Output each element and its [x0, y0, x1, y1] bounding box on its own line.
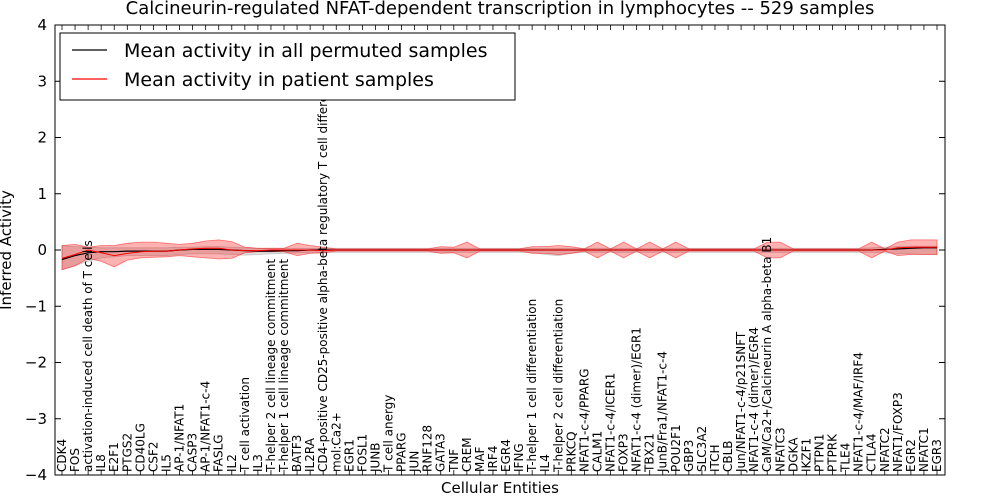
x-tick-label: JUN	[408, 451, 422, 473]
x-tick-label: IL2RA	[303, 437, 317, 472]
series-line-patient	[61, 246, 937, 259]
x-tick-label: IL5	[160, 454, 174, 472]
x-tick-label: SLC3A2	[695, 426, 709, 472]
legend-label-patient: Mean activity in patient samples	[124, 69, 434, 91]
x-tick-label: FOXP3	[617, 433, 631, 472]
x-tick-label: EGR2	[904, 439, 918, 472]
legend-box	[59, 32, 516, 101]
y-tick-label: 3	[37, 72, 47, 90]
x-tick-label: JUNB	[368, 442, 382, 473]
x-tick-label: CTLA4	[865, 433, 879, 472]
x-tick-label: NFATC1	[917, 427, 931, 472]
x-tick-label: CaM/Ca2+/Calcineurin A alpha-beta B1	[760, 237, 774, 472]
x-tick-label: AP-1/NFAT1-c-4	[199, 381, 213, 472]
x-tick-label: CD40LG	[133, 423, 147, 472]
x-tick-label: CSF2	[146, 441, 160, 472]
x-tick-label: mol:Ca2+	[329, 412, 343, 472]
x-tick-label: IKZF1	[799, 438, 813, 472]
x-tick-label: IL4	[538, 454, 552, 472]
x-tick-label: NFAT1-c-4/ICER1	[604, 373, 618, 472]
chart-title: Calcineurin-regulated NFAT-dependent tra…	[126, 0, 875, 19]
y-tick-label: −1	[25, 297, 47, 315]
x-tick-label: PTPRK	[826, 433, 840, 472]
y-tick-label: 2	[37, 129, 47, 147]
x-tick-label: activation-induced cell death of T cells	[81, 240, 95, 472]
x-tick-label: CALM1	[590, 431, 604, 472]
x-tick-label: FOSL1	[355, 434, 369, 472]
x-tick-label: MAF	[473, 446, 487, 472]
x-tick-label: BATF3	[290, 435, 304, 472]
x-tick-label: T-helper 1 cell differentiation	[525, 299, 539, 473]
x-tick-label: CASP3	[186, 433, 200, 472]
x-tick-label: NFATC3	[773, 427, 787, 472]
x-tick-label: Jun/NFAT1-c-4/p21SNFT	[734, 331, 748, 473]
y-axis: −4 −3 −2 −1 0 1 2 3 4	[25, 16, 945, 484]
x-tick-label: NFAT1/FOXP3	[891, 392, 905, 472]
x-tick-label: E2F1	[107, 442, 121, 472]
x-tick-label: NFATC2	[878, 427, 892, 472]
x-tick-label: CD4-positive CD25-positive alpha-beta re…	[316, 49, 330, 472]
y-tick-label: 4	[37, 16, 47, 34]
x-tick-label: JunB/Fra1/NFAT1-c-4	[656, 351, 670, 473]
x-tick-label: T-helper 2 cell lineage commitment	[264, 259, 278, 473]
x-tick-label: NFAT1-c-4 (dimer)/EGR1	[630, 327, 644, 472]
legend-label-permuted: Mean activity in all permuted samples	[124, 40, 487, 62]
x-tick-label: DGKA	[786, 437, 800, 472]
x-tick-label: PRKCQ	[564, 431, 578, 472]
x-tick-label: EGR4	[499, 439, 513, 472]
line-layer	[61, 246, 937, 261]
x-tick-label: PTPN1	[813, 434, 827, 472]
x-tick-label: PPARG	[395, 432, 409, 472]
x-tick-label: T-helper 2 cell differentiation	[551, 299, 565, 473]
x-tick-label: IRF4	[486, 446, 500, 472]
x-tick-label: T-helper 1 cell lineage commitment	[277, 259, 291, 473]
x-tick-label: TNF	[447, 449, 461, 473]
x-tick-label: RNF128	[421, 425, 435, 472]
x-tick-label: EGR1	[342, 439, 356, 472]
x-tick-label: GATA3	[434, 433, 448, 472]
x-tick-label: AP-1/NFAT1	[173, 404, 187, 472]
x-tick-label: IL8	[94, 454, 108, 472]
x-tick-label: FASLG	[212, 434, 226, 472]
x-tick-label: TLE4	[839, 443, 853, 473]
band-patient	[61, 239, 938, 271]
x-tick-label: T cell anergy	[382, 395, 396, 473]
x-tick-label: ITCH	[708, 444, 722, 472]
y-axis-label: Inferred Activity	[0, 190, 15, 310]
x-tick-label: PTGS2	[120, 433, 134, 472]
x-tick-label: IFNG	[512, 443, 526, 472]
x-tick-label: GBP3	[682, 440, 696, 472]
x-tick-label: CBLB	[721, 440, 735, 472]
x-tick-label: NFAT1-c-4 (dimer)/EGR4	[747, 327, 761, 472]
x-tick-label: POU2F1	[669, 424, 683, 472]
x-tick-label: IL2	[225, 454, 239, 472]
y-tick-label: 1	[37, 185, 47, 203]
x-tick-label: EGR3	[930, 439, 944, 472]
x-tick-label: NFAT1-c-4/MAF/IRF4	[852, 352, 866, 472]
x-tick-label: T cell activation	[238, 377, 252, 473]
x-tick-label: FOS	[68, 448, 82, 472]
legend: Mean activity in all permuted samples Me…	[59, 32, 516, 101]
x-tick-label: TBX21	[643, 433, 657, 473]
x-axis-label: Cellular Entities	[441, 479, 559, 497]
x-tick-label: IL3	[251, 454, 265, 472]
x-tick-label: CREM	[460, 437, 474, 472]
y-tick-label: 0	[37, 241, 47, 259]
x-tick-label: CDK4	[55, 439, 69, 472]
y-tick-label: −4	[25, 466, 47, 484]
y-tick-label: −2	[25, 354, 47, 372]
y-tick-label: −3	[25, 410, 47, 428]
x-tick-label: NFAT1-c-4/PPARG	[577, 368, 591, 472]
band-layer	[61, 239, 938, 271]
